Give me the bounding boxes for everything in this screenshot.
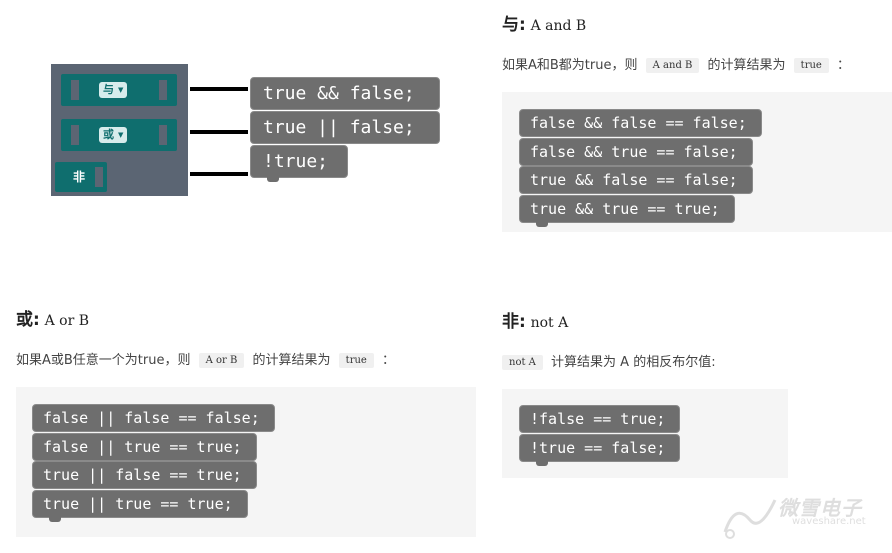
code-text: false || true == true; xyxy=(43,438,242,456)
block-input-notch xyxy=(71,80,79,100)
operator-dropdown[interactable]: 与 ▼ xyxy=(99,82,128,98)
operator-dropdown[interactable]: 或 ▼ xyxy=(99,127,128,143)
and-description: 如果A和B都为true，则 A and B 的计算结果为 true ： xyxy=(502,54,850,73)
connector-line xyxy=(190,130,248,134)
and-heading-sub: A and B xyxy=(530,18,587,34)
logic-not-block[interactable]: 非 xyxy=(55,162,107,192)
code-block[interactable]: false || true == true; xyxy=(32,433,257,461)
code-text: true || true == true; xyxy=(43,495,233,513)
block-notch xyxy=(267,177,279,182)
not-heading-char: 非: xyxy=(502,312,526,332)
code-block[interactable]: false && false == false; xyxy=(519,109,762,137)
code-block[interactable]: !true; xyxy=(250,145,348,182)
code-block[interactable]: true && true == true; xyxy=(519,195,735,227)
watermark: 微雪电子 waveshare.net xyxy=(720,492,885,542)
code-block[interactable]: true || true == true; xyxy=(32,490,248,522)
block-input-notch xyxy=(71,125,79,145)
block-notch xyxy=(49,517,61,522)
inline-code: not A xyxy=(502,355,543,370)
and-desc-text: 如果A和B都为true，则 xyxy=(502,58,638,73)
watermark-url: waveshare.net xyxy=(792,516,866,527)
block-input-notch xyxy=(159,125,167,145)
not-heading-sub: not A xyxy=(530,315,569,331)
watermark-text: 微雪电子 xyxy=(778,496,862,520)
or-desc-text: 如果A或B任意一个为true，则 xyxy=(16,353,191,368)
and-label: 与 xyxy=(103,83,114,96)
code-text: false && false == false; xyxy=(530,114,747,132)
code-text: false || false == false; xyxy=(43,409,260,427)
inline-code: A or B xyxy=(198,353,245,368)
code-block[interactable]: !false == true; xyxy=(519,405,680,433)
or-description: 如果A或B任意一个为true，则 A or B 的计算结果为 true ： xyxy=(16,349,395,368)
connector-line xyxy=(190,172,248,176)
block-input-notch xyxy=(159,80,167,100)
code-text: true || false; xyxy=(263,117,415,138)
code-block[interactable]: false || false == false; xyxy=(32,404,275,432)
code-block[interactable]: true && false; xyxy=(250,77,440,110)
waveshare-logo-icon xyxy=(723,499,777,539)
and-heading-char: 与: xyxy=(502,15,526,35)
or-label: 或 xyxy=(103,128,114,141)
dropdown-arrow-icon: ▼ xyxy=(118,86,124,94)
code-block[interactable]: !true == false; xyxy=(519,434,680,466)
block-notch xyxy=(536,222,548,227)
not-description: not A 计算结果为 A 的相反布尔值: xyxy=(502,351,716,370)
code-text: !true == false; xyxy=(530,439,666,457)
or-heading: 或: A or B xyxy=(16,305,89,330)
inline-code: true xyxy=(793,58,829,73)
or-desc-text: ： xyxy=(381,353,395,368)
not-heading: 非: not A xyxy=(502,307,568,332)
not-desc-text: 计算结果为 A 的相反布尔值: xyxy=(551,355,716,370)
inline-code: A and B xyxy=(645,58,700,73)
connector-line xyxy=(190,87,248,91)
code-block[interactable]: true || false; xyxy=(250,111,440,144)
or-desc-text: 的计算结果为 xyxy=(252,353,331,368)
code-block[interactable]: false && true == false; xyxy=(519,138,753,166)
code-block[interactable]: true || false == true; xyxy=(32,461,257,489)
block-notch xyxy=(536,461,548,466)
code-text: !false == true; xyxy=(530,410,666,428)
code-text: true && true == true; xyxy=(530,200,720,218)
dropdown-arrow-icon: ▼ xyxy=(118,131,124,139)
not-label: 非 xyxy=(73,170,86,184)
code-text: true && false == false; xyxy=(530,171,738,189)
code-text: false && true == false; xyxy=(530,143,738,161)
and-heading: 与: A and B xyxy=(502,10,586,35)
not-code-panel xyxy=(502,389,788,478)
code-block[interactable]: true && false == false; xyxy=(519,166,753,194)
block-input-notch xyxy=(95,167,103,187)
block-toolbox: 与 ▼ 或 ▼ 非 xyxy=(51,64,188,196)
or-heading-sub: A or B xyxy=(44,313,90,329)
and-desc-text: ： xyxy=(836,58,850,73)
and-desc-text: 的计算结果为 xyxy=(707,58,786,73)
code-text: true || false == true; xyxy=(43,466,242,484)
logic-or-block[interactable]: 或 ▼ xyxy=(61,119,177,151)
code-text: true && false; xyxy=(263,83,415,104)
code-text: !true; xyxy=(263,151,329,172)
or-heading-char: 或: xyxy=(16,310,40,330)
inline-code: true xyxy=(338,353,374,368)
logic-and-block[interactable]: 与 ▼ xyxy=(61,74,177,106)
